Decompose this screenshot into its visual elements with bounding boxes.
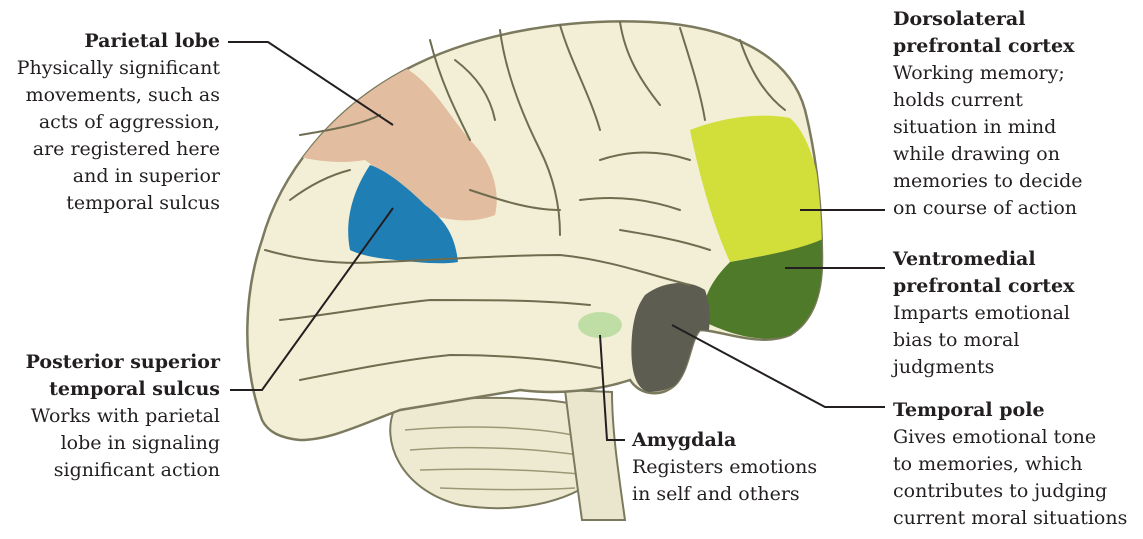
vmpfc-line: Imparts emotional	[893, 300, 1138, 327]
temporal-pole-line: contributes to judging	[893, 478, 1143, 505]
vmpfc-title: Ventromedial prefrontal cortex	[893, 246, 1138, 300]
amygdala-desc: Registers emotions in self and others	[632, 454, 852, 508]
posterior-sts-title-line: temporal sulcus	[0, 376, 220, 403]
parietal-line: Physically significant	[0, 55, 220, 82]
posterior-sts-title: Posterior superior temporal sulcus	[0, 349, 220, 403]
posterior-sts-line: lobe in signaling	[0, 430, 220, 457]
label-amygdala: Amygdala Registers emotions in self and …	[632, 427, 852, 508]
dlpfc-line: Working memory;	[893, 60, 1138, 87]
label-dlpfc: Dorsolateral prefrontal cortex Working m…	[893, 6, 1138, 222]
posterior-sts-title-line: Posterior superior	[0, 349, 220, 376]
brainstem	[565, 390, 625, 520]
parietal-line: acts of aggression,	[0, 109, 220, 136]
vmpfc-title-line: Ventromedial	[893, 246, 1138, 273]
vmpfc-desc: Imparts emotional bias to moral judgment…	[893, 300, 1138, 381]
vmpfc-line: bias to moral	[893, 327, 1138, 354]
dlpfc-title-line: prefrontal cortex	[893, 33, 1138, 60]
label-vmpfc: Ventromedial prefrontal cortex Imparts e…	[893, 246, 1138, 381]
dlpfc-line: on course of action	[893, 195, 1138, 222]
dlpfc-line: holds current	[893, 87, 1138, 114]
label-parietal-lobe: Parietal lobe Physically significant mov…	[0, 28, 220, 217]
vmpfc-title-line: prefrontal cortex	[893, 273, 1138, 300]
dlpfc-line: while drawing on	[893, 141, 1138, 168]
dlpfc-title-line: Dorsolateral	[893, 6, 1138, 33]
temporal-pole-line: to memories, which	[893, 451, 1143, 478]
dlpfc-desc: Working memory; holds current situation …	[893, 60, 1138, 222]
dlpfc-line: situation in mind	[893, 114, 1138, 141]
parietal-title: Parietal lobe	[0, 28, 220, 55]
dlpfc-line: memories to decide	[893, 168, 1138, 195]
temporal-pole-line: current moral situations	[893, 505, 1143, 532]
temporal-pole-line: Gives emotional tone	[893, 424, 1143, 451]
temporal-pole-region	[631, 283, 709, 392]
amygdala-line: in self and others	[632, 481, 852, 508]
parietal-line: temporal sulcus	[0, 190, 220, 217]
label-posterior-sts: Posterior superior temporal sulcus Works…	[0, 349, 220, 484]
temporal-pole-title: Temporal pole	[893, 397, 1143, 424]
parietal-line: are registered here	[0, 136, 220, 163]
posterior-sts-line: Works with parietal	[0, 403, 220, 430]
label-temporal-pole: Temporal pole Gives emotional tone to me…	[893, 397, 1143, 532]
dlpfc-title: Dorsolateral prefrontal cortex	[893, 6, 1138, 60]
parietal-line: and in superior	[0, 163, 220, 190]
amygdala-title: Amygdala	[632, 427, 852, 454]
temporal-pole-desc: Gives emotional tone to memories, which …	[893, 424, 1143, 532]
posterior-sts-line: significant action	[0, 457, 220, 484]
posterior-sts-desc: Works with parietal lobe in signaling si…	[0, 403, 220, 484]
vmpfc-line: judgments	[893, 354, 1138, 381]
parietal-line: movements, such as	[0, 82, 220, 109]
amygdala-line: Registers emotions	[632, 454, 852, 481]
amygdala-region	[578, 312, 622, 338]
parietal-desc: Physically significant movements, such a…	[0, 55, 220, 217]
